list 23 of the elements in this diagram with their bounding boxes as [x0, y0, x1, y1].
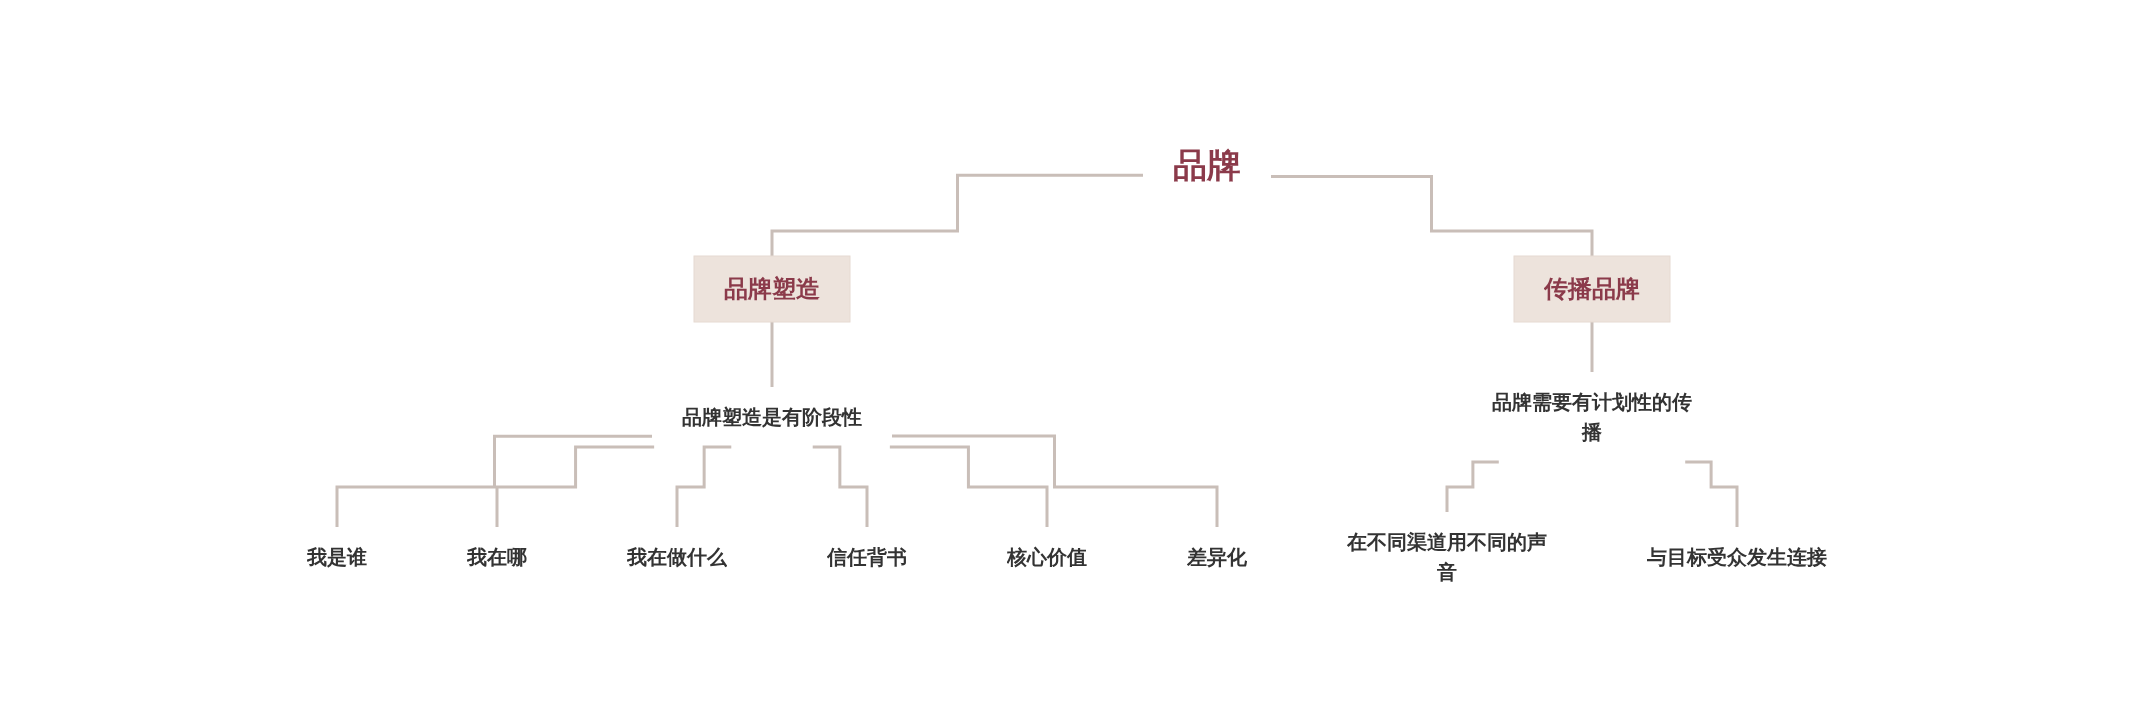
- node-text: 差异化: [1186, 545, 1247, 569]
- node-text: 在不同渠道用不同的声音: [1346, 530, 1547, 584]
- connector: [812, 445, 868, 529]
- node-text: 核心价值: [1006, 545, 1087, 569]
- connector: [889, 445, 1048, 529]
- node-text: 与目标受众发生连接: [1646, 545, 1827, 569]
- node-text: 我是谁: [306, 545, 367, 569]
- connector: [1270, 174, 1593, 258]
- node-text: 品牌需要有计划性的传播: [1491, 390, 1692, 444]
- connector: [891, 434, 1218, 529]
- connector: [770, 173, 1143, 258]
- connector: [1445, 460, 1499, 514]
- node-text: 我在哪: [466, 545, 527, 569]
- connector: [495, 445, 654, 529]
- connector: [335, 434, 652, 529]
- connector: [675, 445, 731, 529]
- node-box: 品牌塑造: [693, 255, 850, 323]
- node-text: 品牌塑造是有阶段性: [681, 405, 862, 429]
- node-text: 信任背书: [826, 545, 907, 569]
- node-text: 品牌: [1172, 145, 1241, 185]
- connector: [1684, 460, 1738, 529]
- node-box: 传播品牌: [1513, 255, 1670, 323]
- node-text: 我在做什么: [626, 545, 727, 569]
